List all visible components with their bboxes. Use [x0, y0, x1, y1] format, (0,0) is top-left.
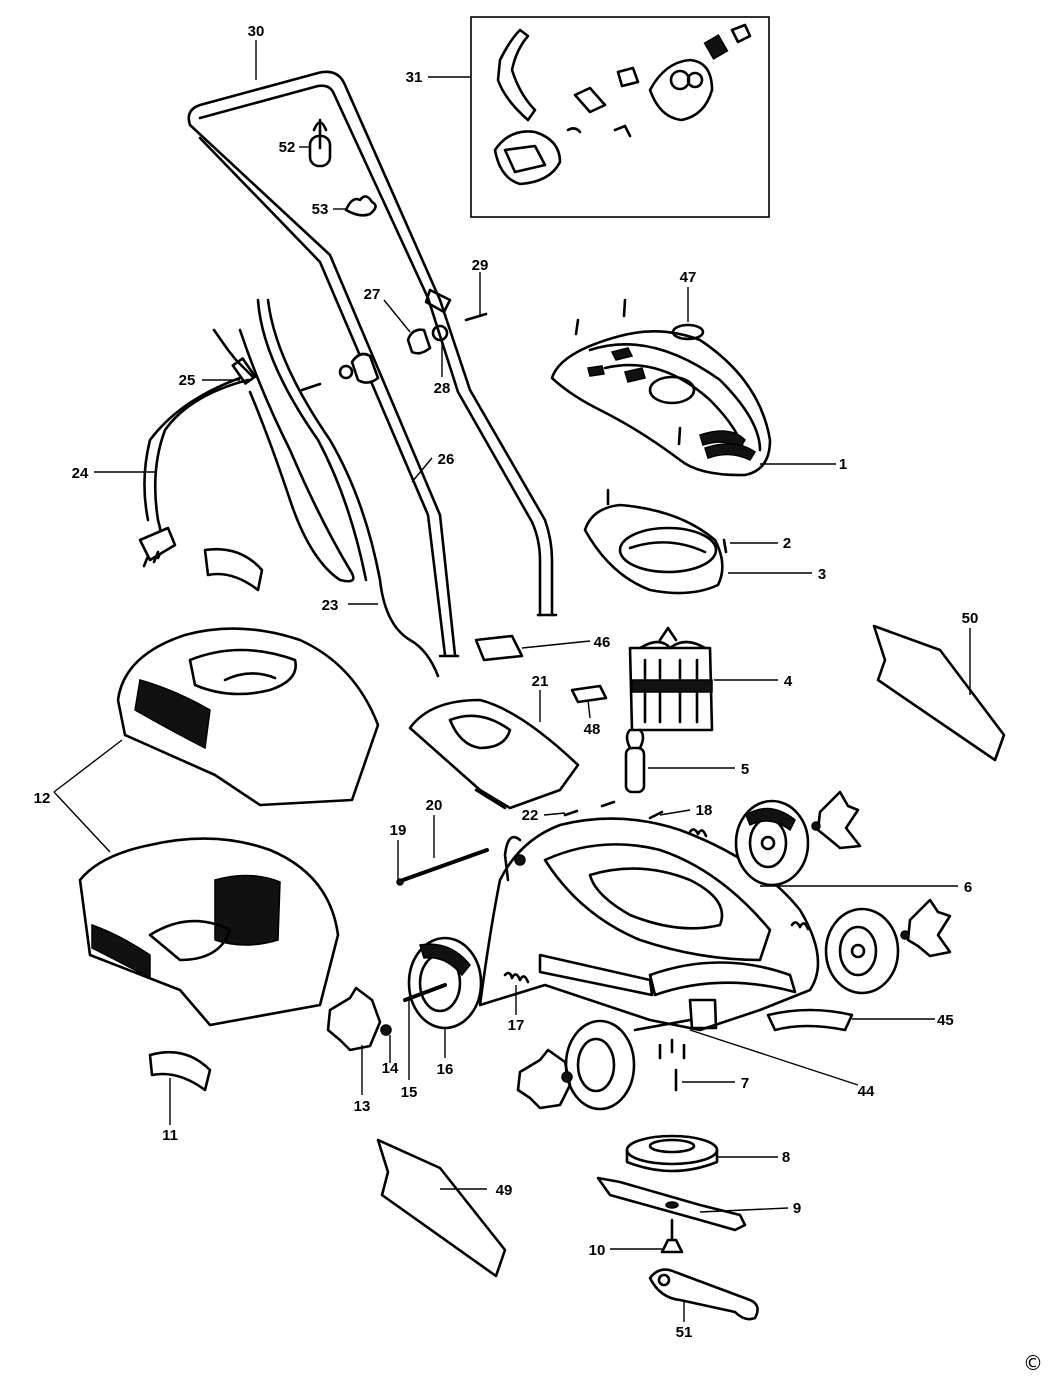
part-46-pad — [474, 634, 524, 662]
label-2: 2 — [783, 535, 791, 552]
part-3-fan-housing — [583, 488, 728, 595]
part-10-blade-bolt — [660, 1218, 684, 1254]
part-7-screws — [633, 1018, 692, 1092]
part-23-motor-cable — [238, 298, 440, 678]
part-24-clip — [203, 547, 264, 592]
label-47: 47 — [680, 269, 697, 286]
part-17-spring — [503, 971, 530, 984]
part-9-blade — [596, 1176, 747, 1232]
label-51: 51 — [676, 1324, 693, 1341]
label-49: 49 — [496, 1182, 513, 1199]
part-13-hubcap-rear-left — [326, 986, 392, 1052]
part-12-grass-box-top — [116, 627, 380, 807]
label-25: 25 — [179, 372, 196, 389]
label-8: 8 — [782, 1149, 790, 1166]
label-46: 46 — [594, 634, 611, 651]
part-50-label — [872, 624, 1006, 762]
label-28: 28 — [434, 380, 451, 397]
label-12: 12 — [34, 790, 51, 807]
label-44: 44 — [858, 1083, 875, 1100]
part-48-pad — [570, 684, 608, 704]
label-9: 9 — [793, 1200, 801, 1217]
label-27: 27 — [364, 286, 381, 303]
label-50: 50 — [962, 610, 979, 627]
part-49-label — [376, 1138, 507, 1278]
part-25-cable-strain-relief — [212, 328, 257, 385]
label-11: 11 — [162, 1127, 178, 1144]
part-18-spring — [688, 828, 810, 931]
label-45: 45 — [937, 1012, 954, 1029]
part-16-rear-wheel-left — [403, 936, 483, 1030]
label-31: 31 — [406, 69, 423, 86]
label-13: 13 — [354, 1098, 371, 1115]
front-wheel-right — [824, 898, 952, 995]
label-20: 20 — [426, 797, 443, 814]
part-21-rear-flap — [408, 698, 580, 810]
part-1-motor-cover — [550, 298, 772, 477]
label-23: 23 — [322, 597, 339, 614]
label-29: 29 — [472, 257, 489, 274]
label-24: 24 — [72, 465, 89, 482]
part-30-upper-handle — [187, 70, 558, 658]
label-7: 7 — [741, 1075, 749, 1092]
part-11-clip — [148, 1050, 212, 1092]
label-52: 52 — [279, 139, 296, 156]
label-17: 17 — [508, 1017, 525, 1034]
label-6: 6 — [964, 879, 972, 896]
leader-lines — [53, 40, 971, 1322]
part-12-grass-box-bottom — [78, 837, 340, 1027]
part-24-power-cable — [138, 376, 250, 568]
copyright-mark: © — [1023, 1351, 1043, 1375]
part-53-cable-clip — [344, 195, 377, 217]
part-6-mower-deck — [478, 817, 820, 1032]
label-3: 3 — [818, 566, 826, 583]
label-18: 18 — [696, 802, 713, 819]
front-wheel-left — [516, 1019, 636, 1111]
part-52-cable-clip — [308, 118, 332, 168]
label-1: 1 — [839, 456, 847, 473]
part-number-labels: 30 31 52 53 29 47 27 28 25 26 1 24 2 3 2… — [34, 23, 979, 1341]
part-5-capacitor — [624, 728, 646, 794]
part-27-handle-knob — [300, 312, 488, 392]
label-16: 16 — [437, 1061, 454, 1078]
label-5: 5 — [741, 761, 749, 778]
label-48: 48 — [584, 721, 601, 738]
part-22-screws — [563, 800, 664, 820]
part-8-blade-adapter — [625, 1134, 719, 1173]
part-6-rear-wheel-right — [734, 790, 862, 887]
label-15: 15 — [401, 1084, 418, 1101]
label-19: 19 — [390, 822, 407, 839]
part-45-deflector — [766, 1008, 854, 1032]
label-14: 14 — [382, 1060, 399, 1077]
label-21: 21 — [532, 673, 549, 690]
part-31-switch-inset — [470, 16, 770, 218]
label-53: 53 — [312, 201, 329, 218]
label-30: 30 — [248, 23, 265, 40]
part-51-spanner — [648, 1268, 759, 1321]
label-26: 26 — [438, 451, 455, 468]
label-22: 22 — [522, 807, 539, 824]
label-4: 4 — [784, 673, 793, 690]
part-20-rear-axle — [396, 848, 489, 886]
part-4-motor — [628, 626, 714, 732]
label-10: 10 — [589, 1242, 606, 1259]
